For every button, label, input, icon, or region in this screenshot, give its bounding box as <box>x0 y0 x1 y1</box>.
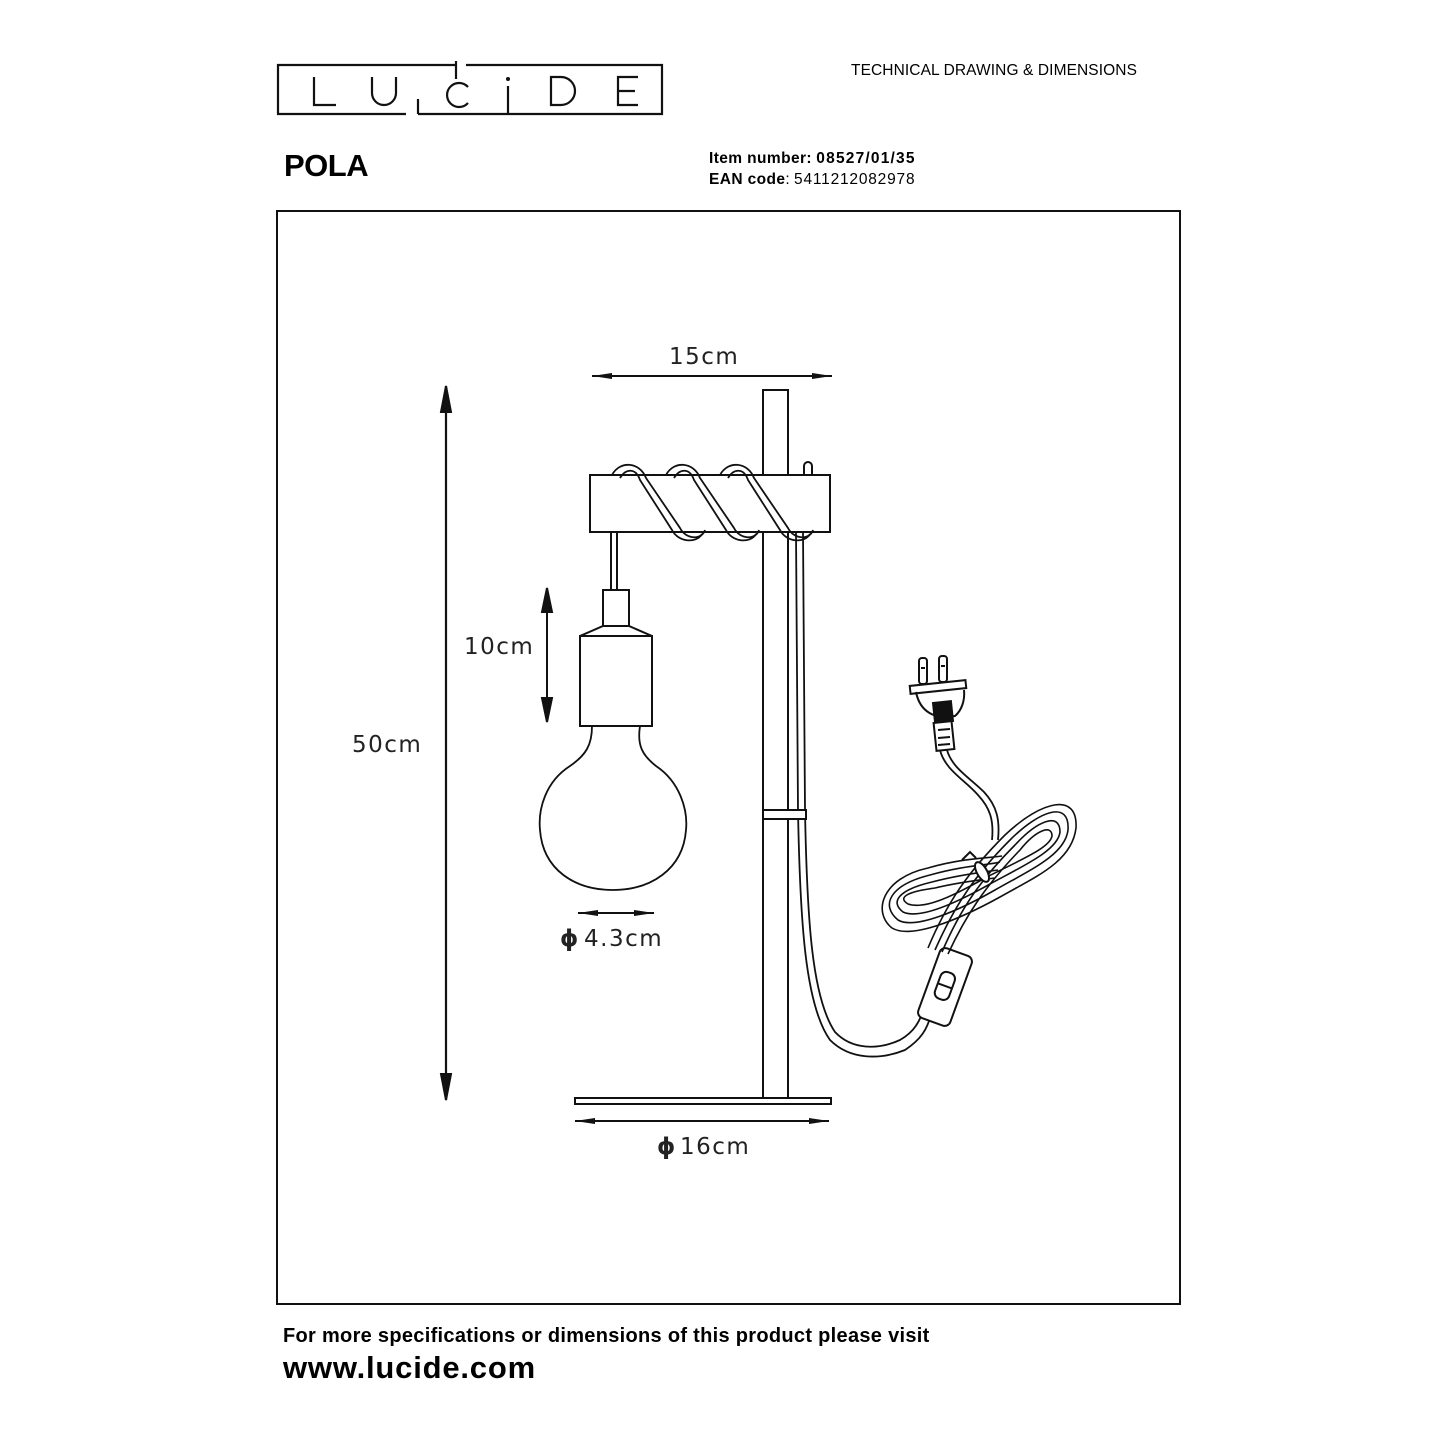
item-number-value: 08527/01/35 <box>816 150 916 167</box>
product-name: POLA <box>284 148 369 183</box>
lucide-logo <box>276 59 664 117</box>
website-link[interactable]: www.lucide.com <box>283 1350 536 1385</box>
ean-value: 5411212082978 <box>794 171 916 188</box>
ean-label: EAN code <box>709 171 786 188</box>
lucide-logo-mark <box>276 61 664 116</box>
footer-text: For more specifications or dimensions of… <box>283 1325 930 1347</box>
ean-separator: : <box>785 171 790 188</box>
item-number-label: Item number: <box>709 150 812 167</box>
document-type-label: TECHNICAL DRAWING & DIMENSIONS <box>851 62 1138 79</box>
product-meta: Item number: 08527/01/35 EAN code: 54112… <box>709 148 916 190</box>
ean-row: EAN code: 5411212082978 <box>709 169 916 190</box>
item-number-row: Item number: 08527/01/35 <box>709 148 916 169</box>
drawing-frame <box>276 210 1181 1305</box>
